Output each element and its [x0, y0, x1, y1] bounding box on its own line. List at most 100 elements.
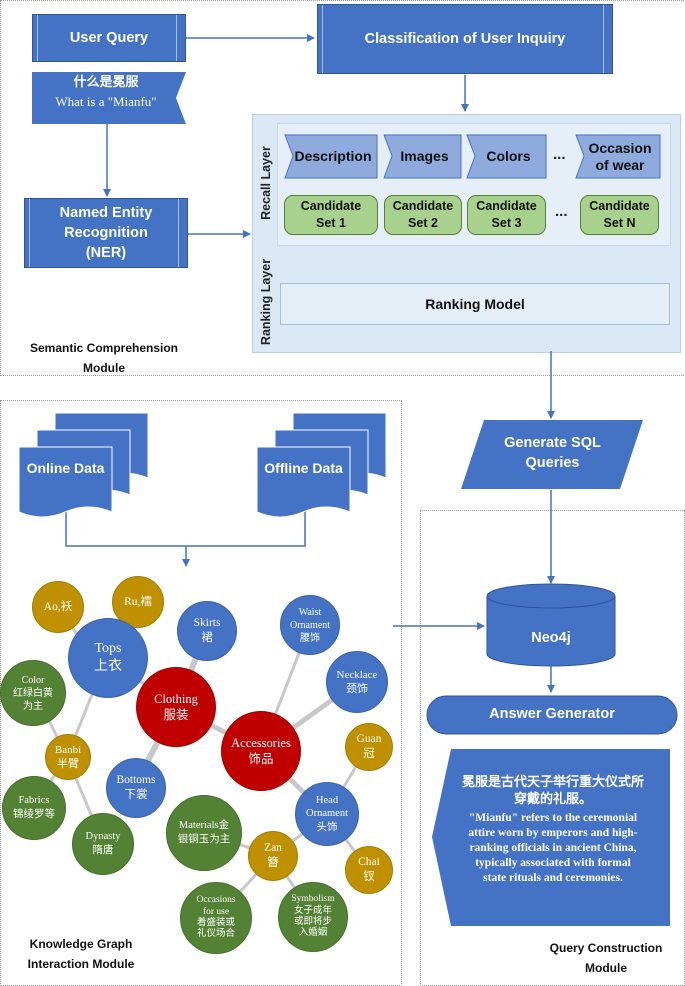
node-accessories: Accessories 饰品	[221, 711, 301, 791]
node-zan-zh: 簪	[267, 857, 279, 869]
tab-description-shape	[284, 134, 378, 179]
node-head-zh: 头饰	[316, 821, 338, 833]
classification-label: Classification of User Inquiry	[364, 30, 566, 47]
node-symbolism-line2: 女子成年	[293, 905, 332, 916]
generate-sql-shape	[461, 420, 643, 489]
node-occasions-line1: Occasions	[196, 895, 236, 906]
query-module-label-line2: Module	[585, 961, 627, 976]
node-accessories-zh: 饰品	[248, 752, 274, 766]
answer-en-line4: typically associated with formal	[475, 856, 631, 869]
candidate-set-n-line1: Candidate	[589, 199, 650, 214]
node-guan-zh: 冠	[363, 748, 375, 760]
ranking-model-box: Ranking Model	[280, 283, 670, 325]
query-text: 什么是冕服 What is a "Mianfu"	[32, 74, 180, 122]
node-clothing-en: Clothing	[154, 691, 198, 706]
node-dynasty: Dynasty 隋唐	[72, 813, 134, 875]
query-tag-shape	[32, 72, 186, 124]
tab-description: Description	[294, 148, 372, 165]
node-necklace: Necklace 颈饰	[326, 651, 388, 713]
offline-data-shape	[256, 412, 387, 518]
user-query-label: User Query	[69, 29, 149, 46]
generate-sql-label: Generate SQL Queries	[470, 434, 635, 473]
classification-box: Classification of User Inquiry	[317, 4, 613, 74]
node-banbi-en: Banbi	[54, 743, 82, 756]
answer-generator-shape	[426, 695, 678, 735]
semantic-module-label-line2: Module	[83, 361, 125, 376]
knowledge-module-label-line2: Interaction Module	[27, 957, 135, 972]
online-data-label: Online Data	[26, 460, 105, 476]
candidate-set-n-line2: Set N	[603, 216, 636, 230]
candidate-set-1-line2: Set 1	[316, 216, 346, 230]
recall-tabs-ellipsis: ...	[553, 146, 566, 163]
query-text-zh: 什么是冕服	[73, 75, 139, 90]
knowledge-module-label: Knowledge Graph Interaction Module	[6, 934, 156, 975]
query-module-label-line1: Query Construction	[549, 941, 663, 955]
node-head-line2: Ornament	[306, 808, 348, 820]
node-necklace-zh: 颈饰	[346, 683, 368, 695]
node-color: Color 红绿白黄 为主	[0, 660, 66, 726]
recall-layer-label: Recall Layer	[259, 146, 273, 220]
node-materials: Materials金 银铜玉为主	[166, 795, 242, 871]
node-tops-zh: 上衣	[94, 659, 122, 674]
query-module-label: Query Construction Module	[536, 938, 676, 979]
answer-en-line2: attire worn by emperors and high-	[468, 826, 638, 839]
ner-box: Named Entity Recognition (NER)	[24, 198, 188, 268]
offline-data-label: Offline Data	[264, 460, 343, 476]
node-necklace-en: Necklace	[336, 668, 378, 681]
tab-images: Images	[400, 148, 449, 165]
node-dynasty-en: Dynasty	[85, 831, 121, 843]
node-waist-line1: Waist	[298, 606, 322, 618]
node-zan-en: Zan	[264, 842, 282, 855]
node-ao-label: Ao,袄	[43, 600, 73, 613]
node-waist-zh: 腰饰	[300, 632, 320, 644]
candidate-set-2-line1: Candidate	[392, 199, 454, 214]
answer-zh-line1: 冕服是古代天子举行重大仪式所	[461, 775, 644, 790]
answer-output-shape	[432, 749, 670, 926]
answer-en-line3: ranking officials in ancient China,	[469, 841, 637, 854]
semantic-module-border	[0, 0, 685, 376]
node-occasions-line4: 礼仪场合	[196, 929, 235, 940]
candidate-set-2-line2: Set 2	[408, 216, 438, 230]
node-materials-line2: 银铜玉为主	[177, 834, 231, 845]
node-guan-en: Guan	[356, 733, 382, 746]
node-skirts-zh: 裙	[201, 632, 213, 644]
node-symbolism-line3: 或即将步	[293, 917, 332, 927]
node-occasions-line2: for use	[202, 906, 230, 917]
tab-occasion-shape	[575, 134, 661, 179]
answer-generator-label: Answer Generator	[489, 706, 615, 722]
node-skirts: Skirts 裙	[177, 601, 237, 661]
node-symbolism-line4: 入婚姻	[298, 928, 328, 939]
node-waist-ornament: Waist Ornament 腰饰	[280, 595, 340, 655]
node-chai-en: Chai	[358, 856, 380, 869]
node-occasions-line3: 着盛装或	[196, 918, 235, 928]
node-zan: Zan 簪	[248, 831, 298, 881]
ner-label-line3: (NER)	[85, 245, 127, 262]
candidate-set-3: Candidate Set 3	[467, 195, 546, 235]
tab-occasion: Occasion of wear	[580, 135, 660, 178]
candidate-set-3-line2: Set 3	[491, 216, 522, 230]
node-guan: Guan 冠	[345, 723, 393, 771]
node-bottoms: Bottoms 下裳	[106, 758, 166, 818]
node-color-zh2: 为主	[23, 700, 43, 712]
node-head-ornament: Head Ornament 头饰	[295, 782, 359, 846]
candidate-set-1-line1: Candidate	[300, 199, 362, 214]
node-symbolism-line1: Symbolism	[291, 894, 335, 905]
node-head-line1: Head	[315, 794, 339, 806]
online-data-shape	[18, 412, 149, 518]
node-fabrics: Fabrics 锦绫罗等	[2, 776, 66, 840]
node-bottoms-en: Bottoms	[116, 774, 156, 787]
node-materials-line1: Materials金	[178, 820, 230, 832]
node-ru-label: Ru,襦	[124, 595, 152, 608]
candidate-set-2: Candidate Set 2	[384, 195, 462, 235]
candidate-set-n: Candidate Set N	[580, 195, 659, 235]
ner-label-line1: Named Entity	[59, 204, 153, 221]
node-clothing: Clothing 服装	[136, 667, 216, 747]
tab-occasion-line1: Occasion	[588, 139, 652, 156]
node-skirts-en: Skirts	[193, 617, 221, 630]
node-banbi-zh: 半臂	[57, 758, 79, 770]
answer-en-line5: state rituals and ceremonies.	[483, 871, 623, 884]
node-fabrics-zh: 锦绫罗等	[13, 809, 55, 820]
knowledge-module-label-line1: Knowledge Graph	[29, 937, 133, 951]
semantic-module-label-line1: Semantic Comprehension	[29, 341, 179, 355]
